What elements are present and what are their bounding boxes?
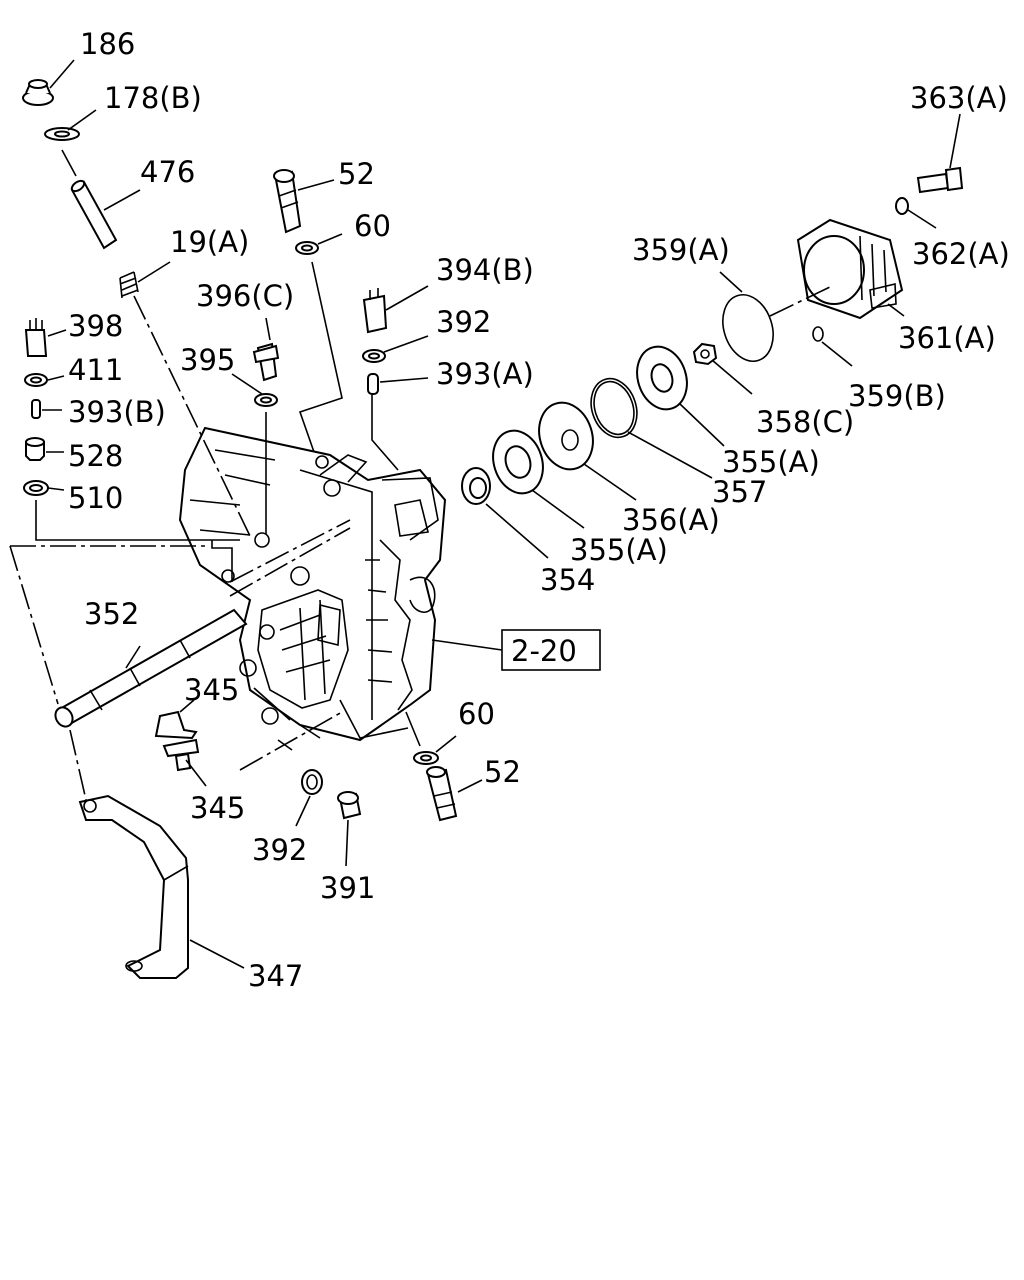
part-52-bottom-switch [426,766,458,822]
part-528-plug [25,437,45,461]
label-398: 398 [68,309,123,343]
part-393a-pin [367,373,379,395]
part-347-shift-fork [78,794,189,979]
label-392-top: 392 [436,305,491,339]
part-392-bottom-washer [301,769,323,795]
label-396c: 396(C) [196,279,294,313]
label-345-2: 345 [190,791,245,825]
part-395-washer [254,393,278,407]
label-19a: 19(A) [170,225,249,259]
label-395: 395 [180,343,235,377]
label-186: 186 [80,27,135,61]
label-355a-2: 355(A) [570,533,668,567]
label-60-bottom: 60 [458,697,495,731]
label-510: 510 [68,481,123,515]
label-345-1: 345 [184,673,239,707]
label-361a: 361(A) [898,321,996,355]
part-359b-oring [812,326,824,342]
part-357-snapring [590,377,638,439]
part-345-1-clip [154,710,198,740]
label-60-top: 60 [354,209,391,243]
part-355a-1-washer [636,345,688,411]
part-60-bottom-washer [413,751,439,765]
part-476-pin [70,179,118,250]
label-357: 357 [712,475,767,509]
label-356a: 356(A) [622,503,720,537]
part-359a-oring [722,294,774,362]
part-392-top-washer [362,349,386,363]
label-352: 352 [84,597,139,631]
part-358c-nut [692,342,718,366]
label-528: 528 [68,439,123,473]
leader-lines [35,59,961,969]
part-361a-cover [796,218,904,320]
label-358c: 358(C) [756,405,854,439]
label-359a: 359(A) [632,233,730,267]
label-393b: 393(B) [68,395,166,429]
part-60-top-washer [295,241,319,255]
part-411-washer [24,373,48,387]
part-labels: 186 178(B) 476 19(A) 52 60 396(C) 395 39… [68,27,1010,993]
part-356a-piston [538,401,594,471]
label-394b: 394(B) [436,253,534,287]
dash-dot-centerlines [9,285,833,801]
label-362a: 362(A) [912,237,1010,271]
reference-box [501,629,601,671]
label-52-top: 52 [338,157,375,191]
label-347: 347 [248,959,303,993]
label-393a: 393(A) [436,357,534,391]
label-392-bottom: 392 [252,833,307,867]
label-363a: 363(A) [910,81,1008,115]
part-345-2-clip [162,738,200,772]
part-362a-washer [895,197,909,215]
part-394b-switch [362,288,388,334]
label-178b: 178(B) [104,81,202,115]
label-354: 354 [540,563,595,597]
part-363a-bolt [916,166,964,194]
part-354-seal [461,467,491,505]
label-476: 476 [140,155,195,189]
label-359b: 359(B) [848,379,946,413]
transmission-case [178,426,447,742]
part-355a-2-washer [492,429,544,495]
part-352-shaft [54,608,248,728]
part-52-top-switch [273,169,302,234]
part-398-sensor [24,318,48,357]
part-186-plug [22,79,54,106]
label-52-bottom: 52 [484,755,521,789]
label-411: 411 [68,353,123,387]
part-393b-pin [31,399,41,419]
part-19a-spring [119,271,139,299]
reference-label-2-20: 2-20 [511,634,577,668]
label-355a-1: 355(A) [722,445,820,479]
label-391: 391 [320,871,375,905]
part-178b-washer [44,127,80,141]
part-391-plug [337,791,362,820]
part-510-washer [23,480,49,496]
part-396c-switch [252,342,280,382]
